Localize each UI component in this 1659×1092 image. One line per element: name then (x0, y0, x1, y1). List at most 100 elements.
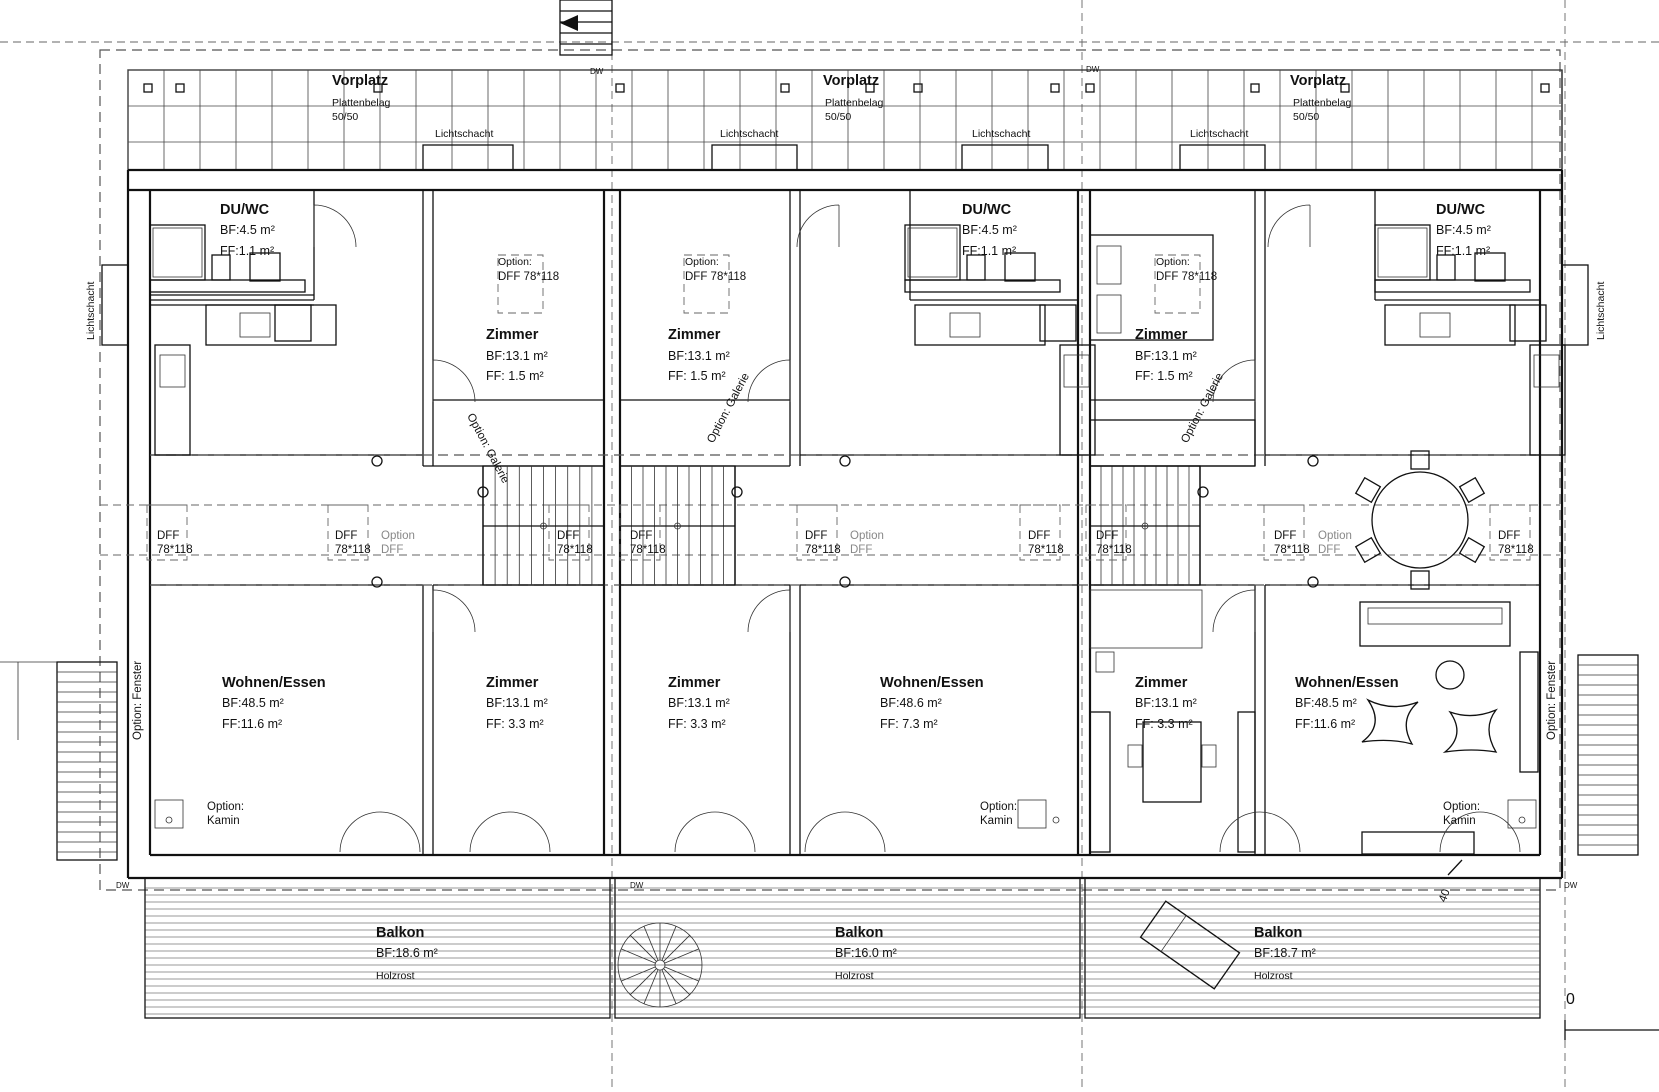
kitchen-counter (914, 304, 1046, 346)
option-label: Option (1318, 530, 1352, 542)
unit3-lichtschacht-top: Lichtschacht (1190, 128, 1249, 140)
roof-window-icon (619, 504, 661, 561)
unit2-balkon-title: Balkon (835, 925, 884, 941)
dining-table-icon (1354, 450, 1486, 590)
unit1-wohnen-bf: BF:48.5 m² (222, 696, 284, 710)
door-icon (313, 204, 357, 248)
sink-icon (1004, 252, 1036, 282)
unit2-lichtschacht-top: Lichtschacht (720, 128, 779, 140)
column-icon (839, 455, 851, 467)
unit2-vorplatz-size: 50/50 (825, 111, 852, 123)
bollard-icon (373, 83, 383, 93)
option-dff: DFF (381, 544, 404, 556)
toilet-icon (211, 254, 231, 281)
unit2-duwc-bf: BF:4.5 m² (962, 223, 1017, 237)
unit2-lichtschacht-top2: Lichtschacht (972, 128, 1031, 140)
unit1-balkon-belag: Holzrost (376, 970, 415, 982)
dw-marker: DW (1086, 65, 1100, 74)
unit3-zimmer-bottom-bf: BF:13.1 m² (1135, 696, 1197, 710)
option-dff: DFF (1318, 544, 1341, 556)
cooktop-icon (949, 312, 981, 338)
dff-label: DFF (1498, 530, 1521, 542)
fridge-icon (274, 304, 312, 342)
sink-icon (159, 354, 186, 388)
dff-size: 78*118 (1498, 544, 1534, 556)
unit1-zimmer-top-bf: BF:13.1 m² (486, 349, 548, 363)
column-icon (1307, 576, 1319, 588)
stair-center (540, 522, 547, 530)
vanity-counter (1374, 279, 1531, 293)
dff-label: DFF (557, 530, 580, 542)
column-icon (1307, 455, 1319, 467)
spiral-stair-icon (617, 922, 703, 1008)
unit1-zimmer-bottom-ff: FF: 3.3 m² (486, 717, 544, 731)
unit1-vorplatz-size: 50/50 (332, 111, 359, 123)
balcony-door-icon (804, 811, 886, 853)
dw-marker: DW (116, 881, 130, 890)
unit2-zimmer-bottom-bf: BF:13.1 m² (668, 696, 730, 710)
unit1-zimmer-bottom-title: Zimmer (486, 675, 539, 691)
door-icon (747, 359, 791, 403)
unit3-fenster-option: Option: Fenster (1546, 660, 1558, 740)
unit1-vorplatz-title: Vorplatz (332, 73, 389, 89)
shower-icon (149, 224, 206, 281)
unit3-lichtschacht-side: Lichtschacht (1595, 281, 1607, 340)
roof-window-icon (548, 504, 590, 561)
external-stair-right (1577, 654, 1639, 856)
unit1-balkon-bf: BF:18.6 m² (376, 946, 438, 960)
bollard-icon (143, 83, 153, 93)
option-label: Option (850, 530, 884, 542)
bollard-icon (1340, 83, 1350, 93)
unit3-duwc-title: DU/WC (1436, 202, 1486, 218)
bollard-icon (615, 83, 625, 93)
sink-icon (1533, 354, 1560, 388)
unit1-wohnen-ff: FF:11.6 m² (222, 717, 283, 731)
spiral-step (664, 966, 699, 982)
balconies (144, 877, 1541, 1019)
unit1-zimmer-bottom-bf: BF:13.1 m² (486, 696, 548, 710)
dff-size: 78*118 (1096, 544, 1132, 556)
chair-icon (1458, 536, 1486, 564)
unit2-wohnen-bf: BF:48.6 m² (880, 696, 942, 710)
bollard-icon (1540, 83, 1550, 93)
fridge-icon (1509, 304, 1547, 342)
door-icon (1212, 359, 1256, 403)
dff-label: DFF (157, 530, 180, 542)
door-icon (432, 359, 476, 403)
chair-icon (1354, 536, 1382, 564)
option-dff: DFF (850, 544, 873, 556)
kitchen-counter (1384, 304, 1516, 346)
unit1-balkon-title: Balkon (376, 925, 425, 941)
unit1-wohnen-title: Wohnen/Essen (222, 675, 326, 691)
fireplace-icon (154, 799, 1537, 829)
unit1-zimmer-dff: DFF 78*118 (498, 271, 560, 283)
stairs (482, 465, 1201, 586)
spiral-step (630, 935, 657, 962)
sanitary-fixtures (149, 224, 1531, 293)
dff-size: 78*118 (157, 544, 193, 556)
door-icon (796, 204, 840, 248)
toilet-icon (966, 254, 986, 281)
unit2-balkon-belag: Holzrost (835, 970, 874, 982)
spiral-step (630, 968, 657, 995)
unit2-duwc-ff: FF:1.1 m² (962, 244, 1017, 258)
column-icon (731, 486, 743, 498)
unit1-zimmer-option: Option: (498, 256, 532, 268)
unit3-kamin-name: Kamin (1443, 815, 1476, 827)
chair-icon (1458, 476, 1486, 504)
roof-window-icon (1085, 504, 1127, 561)
unit3-kamin-option: Option: (1443, 801, 1481, 813)
cooktop-icon (239, 312, 271, 338)
columns (371, 455, 1319, 588)
sink-icon (1474, 252, 1506, 282)
dw-marker: DW (1564, 881, 1578, 890)
dff-label: DFF (1028, 530, 1051, 542)
door-icon (747, 589, 791, 633)
spiral-step (643, 926, 659, 961)
spiral-step (663, 968, 690, 995)
bollard-icon (780, 83, 790, 93)
party-walls (602, 190, 1092, 855)
north-wall (128, 168, 1562, 192)
bollard-icon (1085, 83, 1095, 93)
